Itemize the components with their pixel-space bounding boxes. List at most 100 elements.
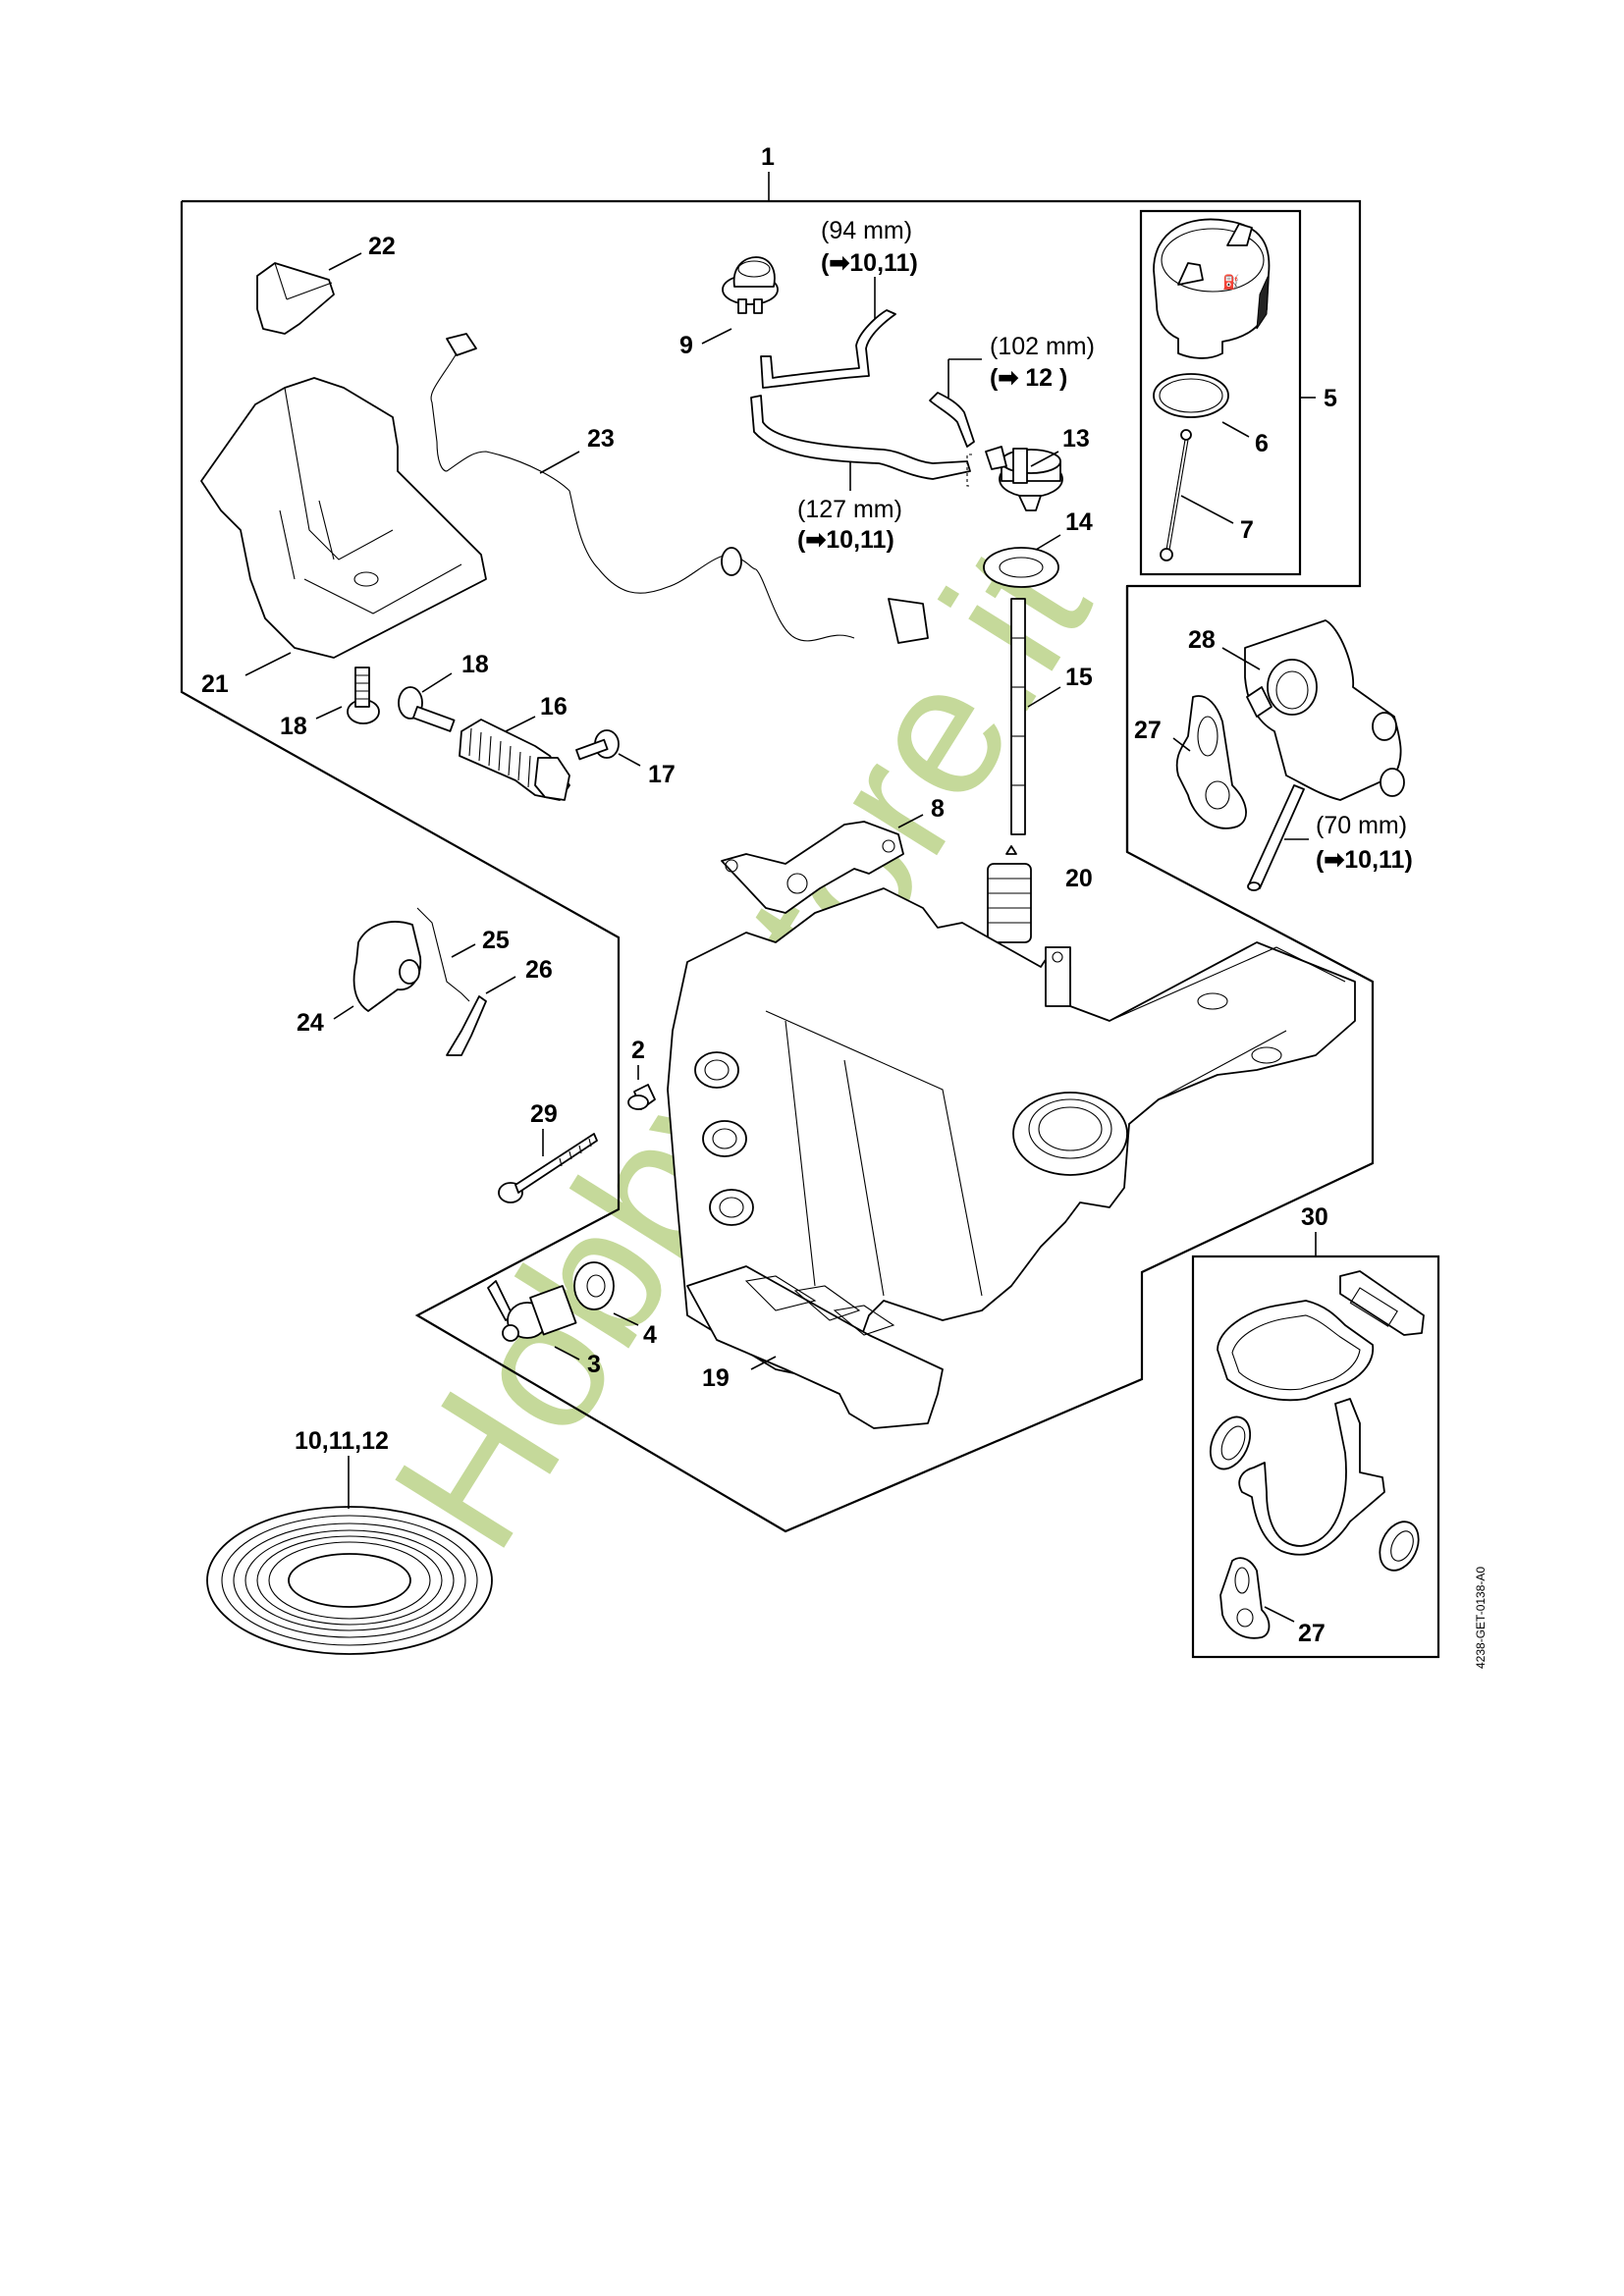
hose-70mm-icon	[1247, 784, 1305, 891]
switch-cap-icon	[256, 262, 335, 335]
leader-28	[1221, 647, 1261, 670]
callout-24: 24	[297, 1009, 324, 1037]
tank-vent-icon	[985, 446, 1063, 511]
leader-13	[1030, 451, 1059, 467]
screw-18b-icon	[398, 686, 456, 732]
arrow-right-icon: ➡	[829, 249, 849, 277]
grommet-4-icon	[573, 1261, 615, 1310]
pickup-body-icon	[987, 845, 1032, 943]
hose-127-ref: (➡10,11)	[797, 526, 894, 554]
callout-21: 21	[201, 670, 229, 698]
leader-26	[485, 976, 516, 994]
callout-17: 17	[648, 761, 676, 788]
callout-15: 15	[1065, 664, 1093, 691]
carburetor-icon	[1244, 619, 1405, 801]
callout-6: 6	[1255, 430, 1269, 457]
leader-18a	[315, 706, 343, 720]
callout-19: 19	[702, 1364, 730, 1392]
oil-seal-left-icon	[1209, 1415, 1252, 1470]
hose-102mm-icon	[929, 392, 975, 448]
leader-4	[613, 1312, 639, 1326]
fitting-3-icon	[487, 1280, 577, 1342]
crankcase-gasket-icon	[1238, 1398, 1385, 1556]
callout-1: 1	[761, 143, 775, 171]
leader-17	[618, 753, 641, 767]
hose-94mm-icon	[760, 309, 896, 389]
callout-8: 8	[931, 795, 945, 823]
leader-3	[554, 1346, 580, 1361]
screw-18a-icon	[347, 667, 380, 724]
callout-20: 20	[1065, 865, 1093, 892]
leader-14	[1035, 534, 1061, 551]
callout-9: 9	[679, 332, 693, 359]
hose-70-ref: (➡10,11)	[1316, 846, 1413, 874]
callout-3: 3	[587, 1351, 601, 1378]
leader-6	[1221, 421, 1250, 438]
callout-4: 4	[643, 1321, 657, 1349]
callout-18a: 18	[280, 713, 307, 740]
arrow-right-icon: ➡	[805, 526, 826, 554]
callout-27b: 27	[1298, 1620, 1326, 1647]
drawing-code-group: 4238-GET-0138-A0	[1474, 1567, 1488, 1669]
drawing-code: 4238-GET-0138-A0	[1474, 1567, 1488, 1669]
leader-22	[328, 252, 362, 271]
callout-14: 14	[1065, 508, 1093, 536]
oil-seal-right-icon	[1379, 1521, 1420, 1572]
callout-29: 29	[530, 1100, 558, 1128]
outline-box-1	[180, 199, 1375, 1533]
assembly-outline-1: 1	[180, 143, 1375, 1533]
callout-22: 22	[368, 233, 396, 260]
spring-25-icon	[416, 907, 470, 1002]
hose-94-ref: (➡10,11)	[821, 249, 918, 277]
hose-coil-icon	[206, 1506, 493, 1655]
cover-19-icon	[686, 1265, 944, 1429]
primer-bulb-icon	[722, 256, 779, 314]
arrow-right-icon: ➡	[998, 364, 1018, 392]
carb-gasket-icon	[1175, 695, 1247, 829]
callout-27a: 27	[1134, 717, 1162, 744]
buffer-spring-icon	[459, 719, 570, 801]
leader-9	[701, 328, 732, 345]
part-24-icon	[352, 921, 422, 1012]
callout-26: 26	[525, 956, 553, 984]
callout-2: 2	[631, 1037, 645, 1064]
callout-13: 13	[1062, 425, 1090, 453]
leader-16	[505, 716, 536, 732]
fuel-cap-icon: ⛽	[1153, 218, 1271, 359]
hose-127-length: (127 mm)	[797, 496, 902, 523]
shroud-icon	[200, 377, 487, 659]
leader-23	[539, 451, 580, 474]
arrow-right-icon: ➡	[1324, 846, 1344, 874]
leader-24	[333, 1005, 354, 1020]
bolt-29-icon	[498, 1133, 598, 1203]
cylinder-gasket-icon	[1217, 1300, 1375, 1402]
hose-127mm-icon	[750, 395, 971, 480]
leader-19	[750, 1356, 777, 1370]
gasket-set-box	[1191, 1255, 1440, 1659]
leader-8	[897, 814, 924, 828]
leader-7	[1180, 495, 1234, 524]
fuel-cap-group: 5 ⛽ 6 7	[1139, 209, 1337, 576]
grommet-14-icon	[983, 547, 1059, 588]
dashed-connector	[966, 454, 972, 487]
callout-23: 23	[587, 425, 615, 453]
fuel-cap-box	[1139, 209, 1302, 576]
hose-102-ref: (➡ 12 )	[990, 364, 1067, 392]
callout-5: 5	[1324, 385, 1337, 412]
callout-7: 7	[1240, 516, 1254, 544]
sleeve-2-icon	[627, 1084, 656, 1110]
clip-26-icon	[446, 995, 487, 1056]
callout-25: 25	[482, 927, 510, 954]
ignition-cable-icon	[430, 333, 929, 644]
hose-70-length: (70 mm)	[1316, 812, 1407, 839]
screw-17-icon	[575, 729, 620, 761]
gasket-set-group: 30 27	[1191, 1203, 1440, 1659]
leader-15	[1027, 686, 1061, 708]
leader-21	[244, 652, 292, 676]
callout-30: 30	[1301, 1203, 1328, 1231]
hose-94-length: (94 mm)	[821, 217, 912, 244]
retaining-strap-icon	[1160, 429, 1192, 561]
callout-16: 16	[540, 693, 568, 721]
callout-28: 28	[1188, 626, 1216, 654]
